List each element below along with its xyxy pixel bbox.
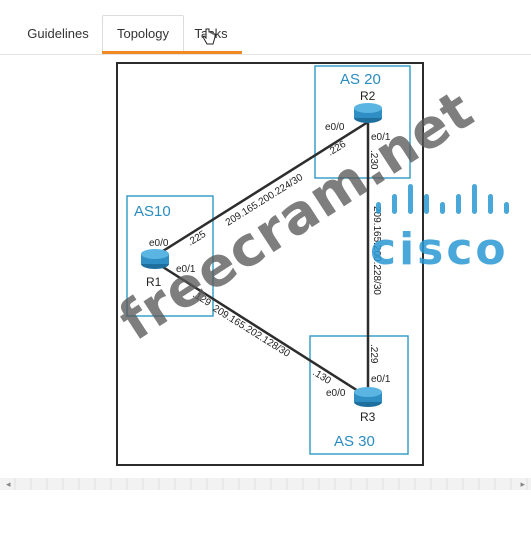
tab-bar: Guidelines Topology Tasks	[0, 0, 531, 55]
horizontal-scrollbar[interactable]: ◂ ▸	[0, 478, 531, 490]
cisco-bars-icon	[376, 184, 509, 214]
tab-guidelines[interactable]: Guidelines	[27, 26, 89, 41]
cisco-wordmark: cisco	[370, 224, 509, 275]
hand-cursor-icon	[202, 28, 216, 45]
cisco-logo: cisco	[360, 180, 530, 280]
scroll-left-icon[interactable]: ◂	[6, 479, 11, 489]
scroll-right-icon[interactable]: ▸	[520, 479, 525, 489]
tab-topology[interactable]: Topology	[102, 15, 184, 54]
active-tab-indicator	[102, 51, 242, 54]
